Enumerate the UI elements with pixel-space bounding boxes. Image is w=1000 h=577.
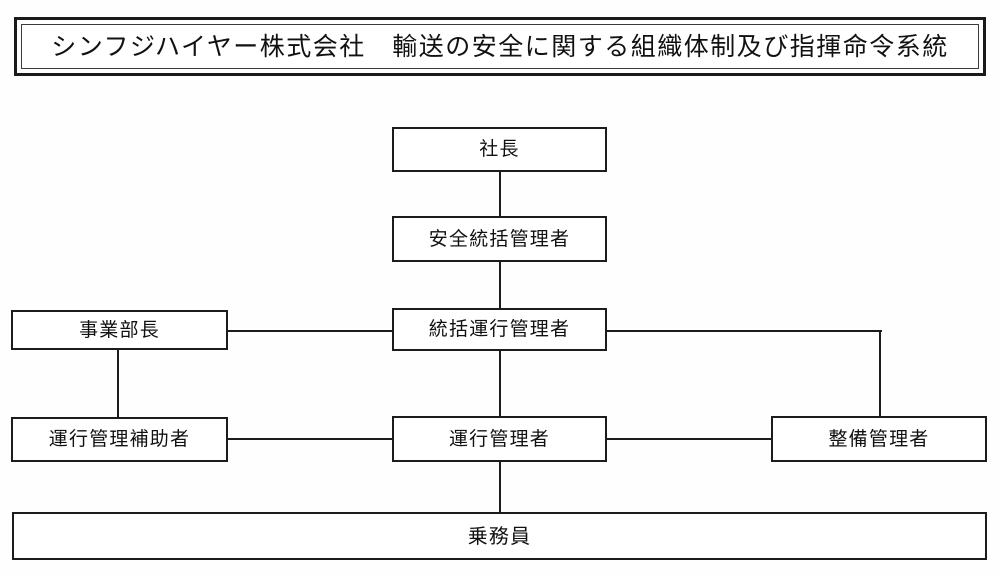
node-shacho-label: 社長: [479, 138, 520, 160]
node-unkou-kanrisha[interactable]: 運行管理者: [392, 416, 607, 462]
node-seibi-kanrisha[interactable]: 整備管理者: [771, 416, 987, 462]
chart-title-frame: シンフジハイヤー株式会社 輸送の安全に関する組織体制及び指揮命令系統: [14, 17, 986, 76]
connector-unkou-hojo-to-unkou-kanri: [228, 438, 393, 440]
node-jigyou-buchou[interactable]: 事業部長: [11, 310, 228, 350]
connector-unkou-kanri-to-seibi-kanri: [606, 438, 772, 440]
connector-anzen-to-toukatsu-unkou: [499, 262, 501, 312]
node-toukatsu-unkou-kanrisha[interactable]: 統括運行管理者: [392, 308, 607, 351]
connector-jigyoubuchou-to-unkou-hojo: [117, 349, 119, 417]
connector-jigyoubuchou-to-toukatsu-unkou: [228, 330, 393, 332]
node-joumuin[interactable]: 乗務員: [12, 512, 987, 560]
connector-toukatsu-unkou-to-seibi-vertical: [879, 330, 881, 417]
node-unkou-kanri-hojosha-label: 運行管理補助者: [48, 428, 191, 450]
node-jigyou-buchou-label: 事業部長: [79, 318, 160, 341]
connector-unkou-kanri-to-joumuin: [499, 461, 501, 513]
node-seibi-kanrisha-label: 整備管理者: [828, 427, 930, 450]
connector-toukatsu-unkou-to-unkou-kanri: [499, 349, 501, 417]
node-anzen-toukatsu-kanrisha[interactable]: 安全統括管理者: [392, 216, 607, 262]
node-unkou-kanrisha-label: 運行管理者: [448, 427, 550, 450]
node-toukatsu-unkou-kanrisha-label: 統括運行管理者: [428, 318, 571, 340]
connector-shacho-to-anzen: [499, 171, 501, 216]
page-title: シンフジハイヤー株式会社 輸送の安全に関する組織体制及び指揮命令系統: [51, 32, 949, 61]
chart-title-inner-border: シンフジハイヤー株式会社 輸送の安全に関する組織体制及び指揮命令系統: [21, 24, 979, 69]
node-shacho[interactable]: 社長: [392, 127, 607, 172]
node-anzen-toukatsu-kanrisha-label: 安全統括管理者: [428, 227, 571, 250]
node-joumuin-label: 乗務員: [467, 524, 532, 548]
connector-toukatsu-unkou-to-seibi-horizontal: [606, 330, 882, 332]
node-unkou-kanri-hojosha[interactable]: 運行管理補助者: [11, 417, 228, 462]
